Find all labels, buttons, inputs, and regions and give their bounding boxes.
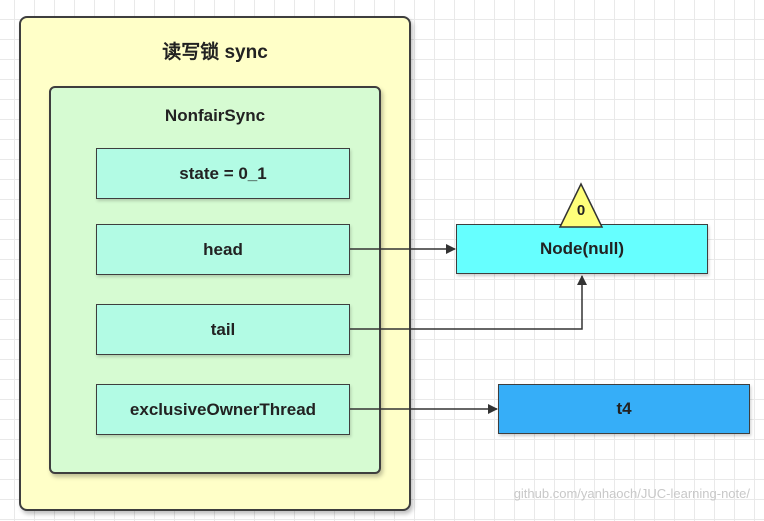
- source-footer: github.com/yanhaoch/JUC-learning-note/: [513, 486, 750, 501]
- head-field: head: [96, 224, 350, 275]
- wait-status-badge: 0: [576, 202, 586, 219]
- sync-title: 读写锁 sync: [162, 42, 268, 63]
- thread-t4-box: t4: [498, 384, 750, 434]
- nonfairsync-title: NonfairSync: [164, 106, 266, 125]
- exclusive-owner-thread-field: exclusiveOwnerThread: [96, 384, 350, 435]
- state-field: state = 0_1: [96, 148, 350, 199]
- node-null-box: Node(null): [456, 224, 708, 274]
- tail-field: tail: [96, 304, 350, 355]
